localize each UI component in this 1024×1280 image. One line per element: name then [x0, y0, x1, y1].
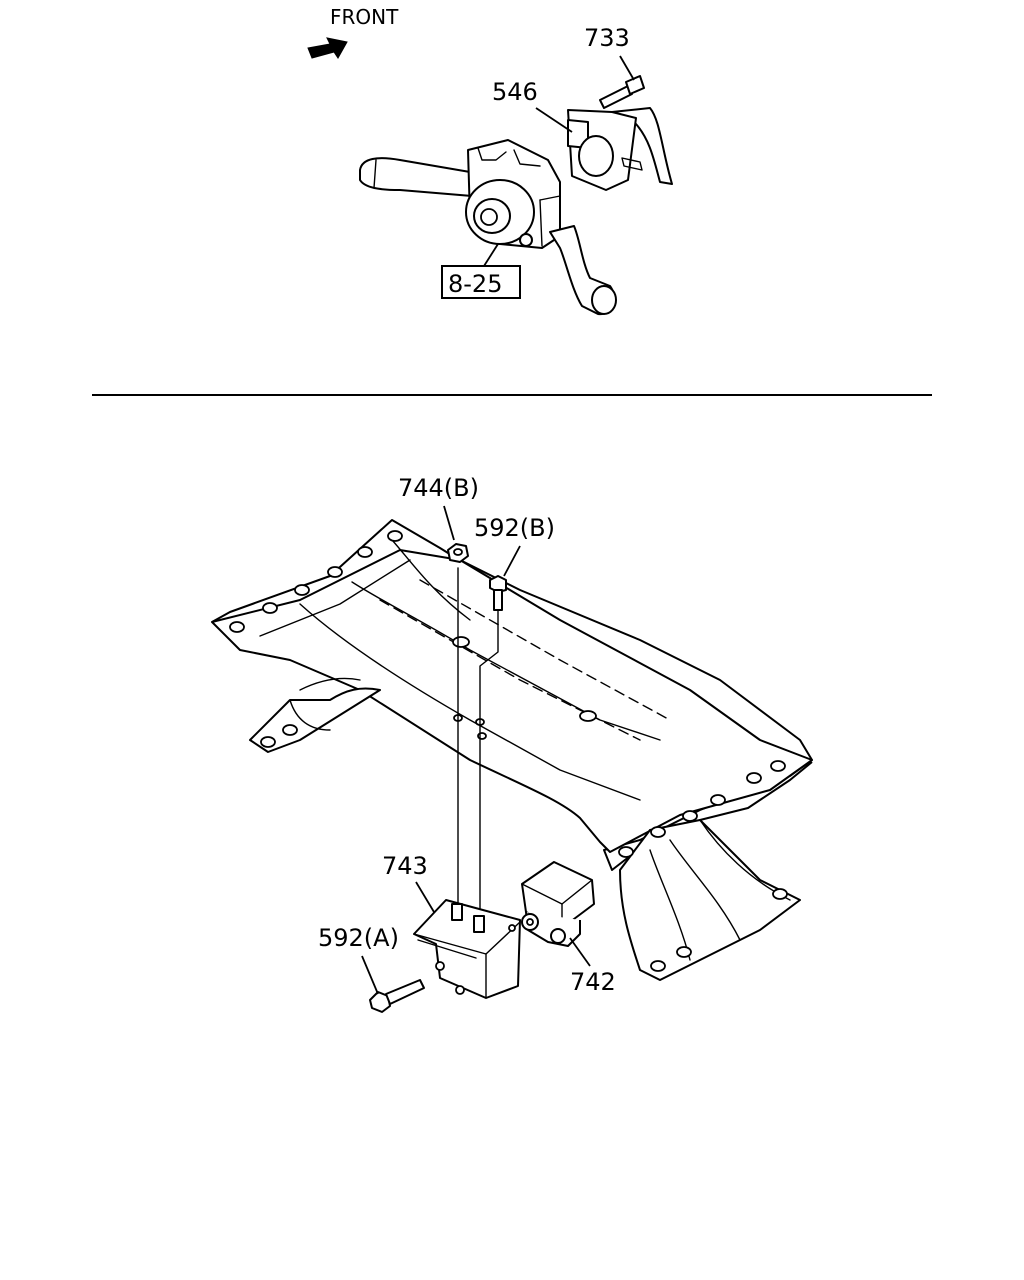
callout-8-25: 8-25 [441, 243, 521, 299]
bolt-733 [599, 75, 645, 109]
callout-733: 733 [584, 24, 635, 81]
label-744b: 744(B) [398, 474, 479, 502]
nut-744b [447, 543, 469, 563]
callout-592b: 592(B) [474, 514, 555, 577]
mounting-lines [457, 567, 499, 923]
bolt-592a [369, 979, 425, 1013]
label-733: 733 [584, 24, 630, 52]
crossmember-frame [211, 519, 813, 981]
callout-743: 743 [382, 852, 435, 913]
label-592b: 592(B) [474, 514, 555, 542]
bracket-743 [413, 899, 521, 999]
bolt-592b [489, 575, 507, 611]
front-label: FRONT [330, 5, 399, 29]
front-indicator: FRONT [307, 5, 399, 59]
callout-546: 546 [492, 78, 573, 133]
callout-744b: 744(B) [398, 474, 479, 541]
switch-bracket-546 [567, 107, 673, 191]
label-743: 743 [382, 852, 428, 880]
valve-742 [521, 861, 595, 947]
label-742: 742 [570, 968, 616, 996]
label-546: 546 [492, 78, 538, 106]
front-arrow-icon [307, 37, 348, 59]
callout-742: 742 [569, 937, 616, 996]
label-592a: 592(A) [318, 924, 399, 952]
label-8-25: 8-25 [448, 270, 502, 298]
callout-592a: 592(A) [318, 924, 399, 995]
combination-switch-assembly [359, 139, 617, 316]
